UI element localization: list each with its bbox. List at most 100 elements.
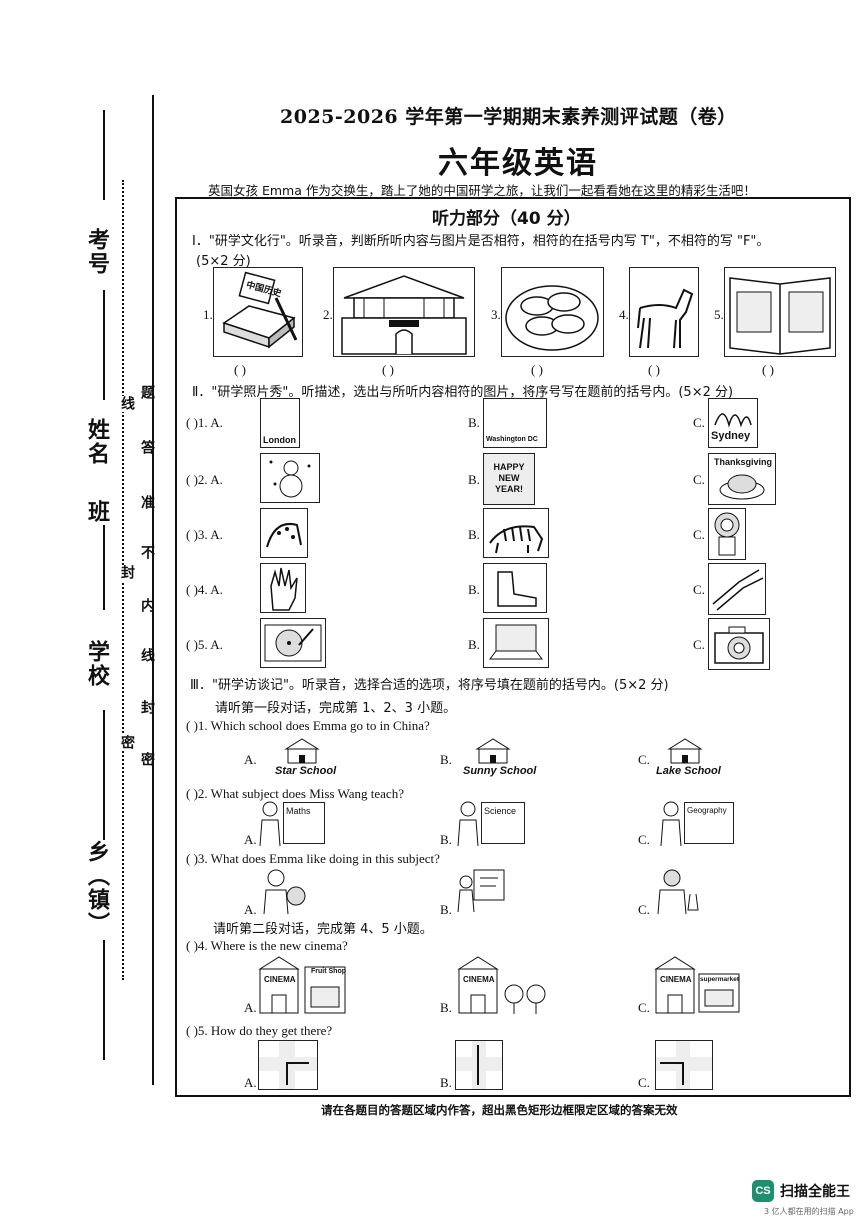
town-label: 乡（镇） [84, 840, 109, 936]
route-map-a [258, 1040, 318, 1090]
seal-word: 内 [139, 598, 155, 614]
part1-num: 3. [491, 307, 501, 322]
seal-word: 题 [139, 385, 155, 401]
supermarket-sign: supermarket [700, 976, 740, 983]
washington-caption: Washington DC [486, 436, 538, 443]
girl-at-blackboard-icon [456, 866, 506, 918]
question-2[interactable]: ( )2. What subject does Miss Wang teach? [186, 786, 404, 801]
option-b-label: B. [440, 752, 452, 767]
seal-word: 线 [139, 648, 155, 664]
part2-question-number[interactable]: ( )5. A. [186, 637, 223, 652]
part1-num: 1. [203, 307, 213, 322]
horse-picture [629, 267, 699, 357]
new-year-picture [483, 453, 535, 505]
part2-instruction: Ⅱ．"研学照片秀"。听描述，选出与所听内容相符的图片，将序号写在题前的括号内。(… [192, 385, 734, 400]
science-board: Science [481, 802, 525, 844]
class-label: 班 [84, 500, 109, 524]
supermarket-icon [697, 972, 741, 1018]
maths-board: Maths [283, 802, 325, 844]
option-c-label: C. [638, 1075, 650, 1090]
teacher-icon [258, 800, 282, 850]
option-a-label: A. [244, 752, 257, 767]
part3-instruction: Ⅲ．"研学访谈记"。听录音，选择合适的选项，将序号填在题前的括号内。(5×2 分… [190, 678, 669, 693]
seal-word-bold: 线 [117, 396, 137, 412]
part1-answer-paren[interactable]: ( ) [234, 362, 246, 377]
option-c-label: C. [693, 527, 705, 542]
seal-word: 准 [139, 495, 155, 511]
camscanner-tagline: 3 亿人都在用的扫描 App [764, 1207, 854, 1216]
fruit-shop-icon [303, 965, 347, 1019]
arm-picture [708, 563, 766, 615]
exam-title: 2025-2026 学年第一学期期末素养测评试题（卷） [280, 106, 737, 128]
girl-with-globe-icon [258, 866, 308, 918]
option-c-label: C. [693, 472, 705, 487]
geography-board: Geography [684, 802, 734, 844]
cinema-building-icon [256, 955, 302, 1019]
listening-title: 听力部分（40 分） [432, 209, 581, 229]
option-b-label: B. [468, 527, 480, 542]
girl-experiment-icon [652, 866, 702, 918]
part2-question-number[interactable]: ( )3. A. [186, 527, 223, 542]
cinema-sign: CINEMA [660, 975, 692, 984]
question-4[interactable]: ( )4. Where is the new cinema? [186, 938, 348, 953]
washington-picture [483, 398, 547, 448]
part1-answer-paren[interactable]: ( ) [382, 362, 394, 377]
part2-question-number[interactable]: ( )1. A. [186, 415, 223, 430]
question-3[interactable]: ( )3. What does Emma like doing in this … [186, 851, 440, 866]
option-c-label: C. [693, 415, 705, 430]
star-school-label: Star School [275, 765, 337, 777]
cinema-sign: CINEMA [463, 975, 495, 984]
question-1[interactable]: ( )1. Which school does Emma go to in Ch… [186, 718, 430, 733]
part1-answer-paren[interactable]: ( ) [531, 362, 543, 377]
school-line [103, 710, 105, 840]
part2-question-number[interactable]: ( )4. A. [186, 582, 223, 597]
question-5[interactable]: ( )5. How do they get there? [186, 1023, 333, 1038]
cinema-building-icon [455, 955, 501, 1019]
answer-frame [175, 197, 851, 1097]
seal-word: 封 [139, 700, 155, 716]
cinema-building-icon [652, 955, 698, 1019]
seal-word-bold: 密 [117, 735, 137, 751]
dialog1-instruction: 请听第一段对话，完成第 1、2、3 小题。 [215, 701, 457, 716]
exam-number-line [103, 110, 105, 200]
part1-answer-paren[interactable]: ( ) [762, 362, 774, 377]
london-picture [260, 398, 300, 448]
option-b-label: B. [468, 637, 480, 652]
school-building-icon [282, 735, 322, 769]
record-player-picture [260, 618, 326, 668]
option-c-label: C. [638, 752, 650, 767]
teacher-icon [456, 800, 480, 850]
sydney-picture [708, 398, 758, 448]
option-a-label: A. [244, 832, 257, 847]
part1-num: 2. [323, 307, 333, 322]
option-c-label: C. [638, 1000, 650, 1015]
part1-num: 4. [619, 307, 629, 322]
dialog2-instruction: 请听第二段对话，完成第 4、5 小题。 [213, 922, 433, 937]
intro-text: 英国女孩 Emma 作为交换生，踏上了她的中国研学之旅，让我们一起看看她在这里的… [208, 183, 756, 198]
option-a-label: A. [244, 902, 257, 917]
trees-icon [502, 982, 548, 1020]
sunny-school-label: Sunny School [463, 765, 537, 777]
teacher-icon [659, 800, 683, 850]
picture-book-picture [724, 267, 836, 357]
part1-num: 5. [714, 307, 724, 322]
option-a-label: A. [244, 1075, 257, 1090]
option-b-label: B. [468, 582, 480, 597]
option-b-label: B. [468, 415, 480, 430]
history-book-picture [213, 267, 303, 357]
option-c-label: C. [693, 637, 705, 652]
laptop-picture [483, 618, 549, 668]
thanksgiving-picture [708, 453, 776, 505]
name-label: 姓名 [84, 418, 109, 466]
camera-picture [708, 618, 770, 670]
mooncakes-picture [501, 267, 604, 357]
thanksgiving-caption: Thanksgiving [714, 457, 773, 467]
part1-answer-paren[interactable]: ( ) [648, 362, 660, 377]
foot-picture [483, 563, 547, 613]
lion-picture [708, 508, 746, 560]
seal-word: 答 [139, 440, 155, 456]
route-map-c [655, 1040, 713, 1090]
part2-question-number[interactable]: ( )2. A. [186, 472, 223, 487]
option-c-label: C. [693, 582, 705, 597]
leopard-picture [260, 508, 308, 558]
